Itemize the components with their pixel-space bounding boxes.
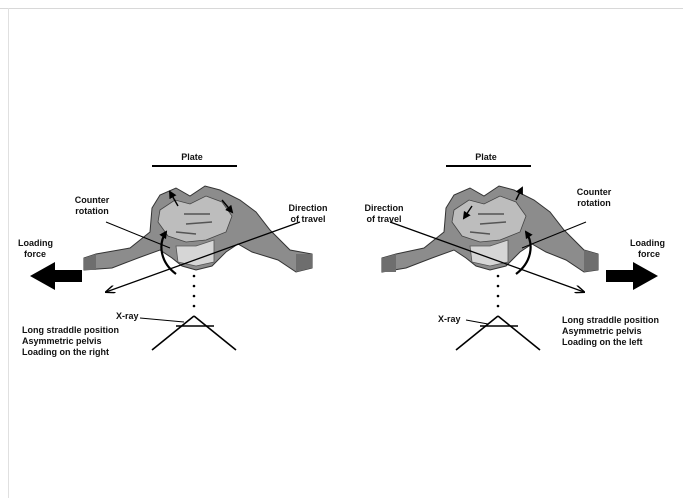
right-description-line1: Long straddle position: [562, 315, 680, 326]
left-loading-force-line2: force: [18, 249, 66, 260]
left-loading-force-line1: Loading: [18, 238, 66, 249]
left-counter-rotation-label: Counter rotation: [58, 195, 126, 217]
right-loading-force-line1: Loading: [630, 238, 678, 249]
left-description-line3: Loading on the right: [22, 347, 162, 358]
right-loading-force-arrow: [606, 262, 658, 290]
left-description-line1: Long straddle position: [22, 325, 162, 336]
left-description-line2: Asymmetric pelvis: [22, 336, 162, 347]
right-xray-source: [456, 316, 540, 350]
left-counter-rotation-line2: rotation: [58, 206, 126, 217]
right-direction-line1: Direction: [354, 203, 414, 214]
left-description: Long straddle position Asymmetric pelvis…: [22, 325, 162, 358]
right-plate-label: Plate: [466, 152, 506, 163]
right-description-line3: Loading on the left: [562, 337, 680, 348]
right-axis-dots: [497, 275, 500, 308]
right-direction-line2: of travel: [354, 214, 414, 225]
left-loading-force-label: Loading force: [18, 238, 66, 260]
left-loading-force-arrow: [30, 262, 82, 290]
left-direction-line2: of travel: [278, 214, 338, 225]
right-counter-rotation-line2: rotation: [564, 198, 624, 209]
left-counter-rotation-line1: Counter: [58, 195, 126, 206]
left-panel: [30, 166, 312, 350]
right-description: Long straddle position Asymmetric pelvis…: [562, 315, 680, 348]
left-plate-label: Plate: [172, 152, 212, 163]
right-direction-label: Direction of travel: [354, 203, 414, 225]
left-direction-label: Direction of travel: [278, 203, 338, 225]
right-counter-rotation-label: Counter rotation: [564, 187, 624, 209]
left-xray-label: X-ray: [116, 311, 139, 322]
left-axis-dots: [193, 275, 196, 308]
right-loading-force-label: Loading force: [630, 238, 678, 260]
left-direction-line1: Direction: [278, 203, 338, 214]
right-description-line2: Asymmetric pelvis: [562, 326, 680, 337]
right-xray-label: X-ray: [438, 314, 461, 325]
right-counter-rotation-line1: Counter: [564, 187, 624, 198]
right-loading-force-line2: force: [630, 249, 678, 260]
